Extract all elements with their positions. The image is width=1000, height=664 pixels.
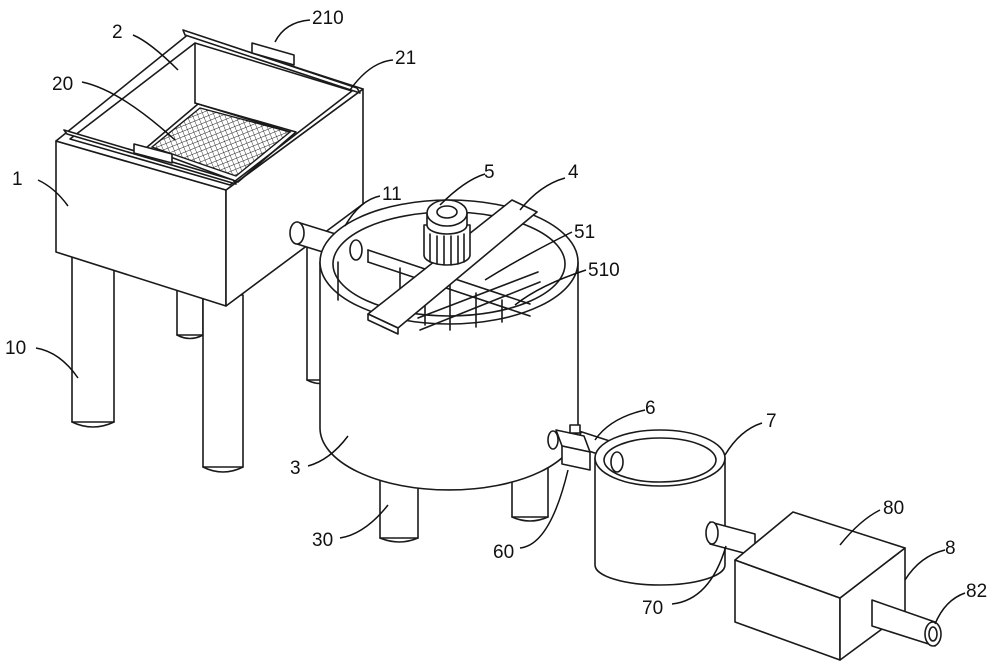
label-60: 60 [493,542,514,563]
settling-inlet-hole [610,451,624,473]
label-2: 2 [112,22,123,43]
label-1: 1 [12,169,23,190]
valve-body-front [561,445,591,471]
motor [423,199,471,266]
leg-front-right [202,294,244,468]
inlet-hole [349,239,363,261]
label-8: 8 [945,538,956,559]
settling-rim [594,429,726,487]
label-11: 11 [382,184,402,205]
rail-back [182,29,361,94]
handle-back [251,42,295,66]
filter-box [55,29,364,307]
label-10: 10 [5,338,26,359]
label-510: 510 [588,260,620,281]
labels: 1 2 210 21 20 10 11 5 4 51 510 3 30 6 60… [5,8,987,619]
label-3: 3 [290,458,301,479]
output-box [734,511,942,661]
label-30: 30 [312,530,333,551]
label-4: 4 [568,162,579,183]
filter-box-legs [71,239,335,473]
label-82: 82 [966,581,987,602]
pipe-70 [705,521,756,557]
mixing-tank [319,199,579,491]
label-21: 21 [395,48,416,69]
filter-screen [150,107,292,177]
settling-tank [594,429,726,586]
settling-body [594,457,726,586]
label-51: 51 [574,222,595,243]
handle-front [133,143,173,164]
label-20: 20 [52,74,73,95]
label-5: 5 [484,162,495,183]
box8-top [734,511,906,599]
label-6: 6 [645,398,656,419]
leg-front-left [71,249,115,423]
leader-lines [35,19,966,625]
label-70: 70 [642,598,663,619]
label-7: 7 [766,411,777,432]
label-210: 210 [312,8,344,29]
filter-frame [145,103,297,183]
label-80: 80 [883,498,904,519]
